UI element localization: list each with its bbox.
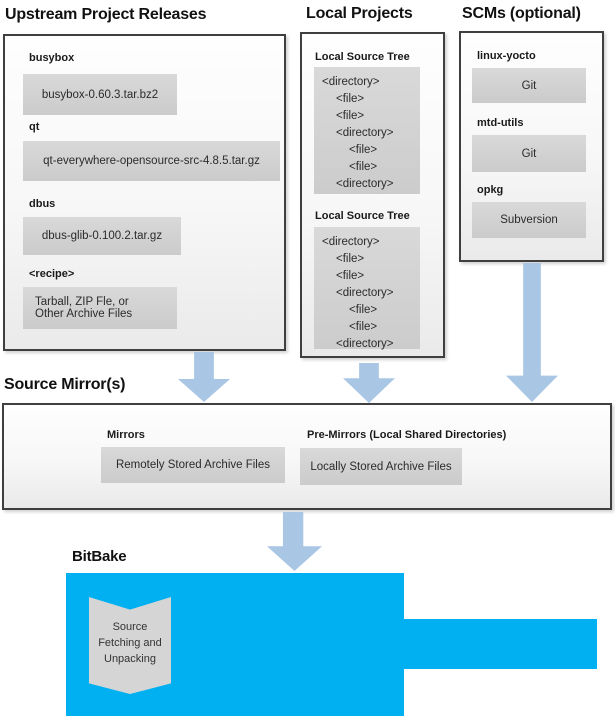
upstream-releases-title: Upstream Project Releases bbox=[5, 6, 207, 23]
local-source-tree-label: Local Source Tree bbox=[315, 51, 410, 63]
bitbake-title: BitBake bbox=[72, 548, 127, 565]
tree-line: <directory> bbox=[322, 76, 380, 88]
scm-label-mtd-utils: mtd-utils bbox=[477, 117, 524, 129]
down-arrow-local-to-mirrors bbox=[343, 363, 395, 403]
local-source-tree-label: Local Source Tree bbox=[315, 210, 410, 222]
archive-box-dbus: dbus-glib-0.100.2.tar.gz bbox=[23, 217, 181, 255]
upstream-releases-box: busybox busybox-0.60.3.tar.bz2 qt qt-eve… bbox=[3, 34, 286, 351]
local-source-tree-box: <directory> <file> <file> <directory> <f… bbox=[314, 67, 420, 194]
local-source-tree-box: <directory> <file> <file> <directory> <f… bbox=[314, 227, 420, 350]
local-projects-title: Local Projects bbox=[306, 5, 413, 22]
recipe-label-generic: <recipe> bbox=[29, 268, 75, 280]
scm-box-linux-yocto: Git bbox=[472, 68, 586, 103]
scm-label-linux-yocto: linux-yocto bbox=[477, 50, 536, 62]
tree-line: <file> bbox=[336, 253, 365, 265]
archive-text: Tarball, ZIP Fle, or Other Archive Files bbox=[35, 296, 133, 320]
down-arrow-scms-to-mirrors bbox=[506, 263, 558, 402]
tree-line: <file> bbox=[336, 270, 365, 282]
local-projects-box: Local Source Tree <directory> <file> <fi… bbox=[300, 32, 445, 358]
tree-line: <directory> bbox=[336, 178, 394, 190]
pre-mirrors-archive-box: Locally Stored Archive Files bbox=[300, 448, 462, 485]
archive-box-generic: Tarball, ZIP Fle, or Other Archive Files bbox=[23, 287, 177, 329]
pre-mirrors-archive-text: Locally Stored Archive Files bbox=[310, 460, 452, 473]
pre-mirrors-label: Pre-Mirrors (Local Shared Directories) bbox=[307, 429, 507, 441]
recipe-label-dbus: dbus bbox=[29, 198, 56, 210]
archive-text: dbus-glib-0.100.2.tar.gz bbox=[41, 230, 163, 242]
recipe-label-qt: qt bbox=[29, 121, 40, 133]
scm-text: Git bbox=[521, 79, 537, 92]
scm-text: Subversion bbox=[500, 214, 558, 226]
down-arrow-mirrors-to-bitbake bbox=[267, 512, 322, 571]
recipe-label-busybox: busybox bbox=[29, 52, 75, 64]
tree-line: <file> bbox=[349, 144, 378, 156]
scm-text: Git bbox=[521, 147, 537, 160]
tree-line: <directory> bbox=[336, 127, 394, 139]
bitbake-output-arm bbox=[404, 619, 597, 669]
archive-box-busybox: busybox-0.60.3.tar.bz2 bbox=[23, 74, 177, 115]
tree-line: <file> bbox=[336, 93, 365, 105]
mirrors-archive-text: Remotely Stored Archive Files bbox=[115, 459, 271, 471]
scm-box-opkg: Subversion bbox=[472, 202, 586, 238]
source-mirrors-box: Mirrors Remotely Stored Archive Files Pr… bbox=[2, 403, 612, 510]
tree-line: <file> bbox=[349, 304, 378, 316]
down-arrow-upstream-to-mirrors bbox=[178, 352, 230, 402]
mirrors-label: Mirrors bbox=[107, 429, 145, 441]
tree-line: <directory> bbox=[336, 287, 394, 299]
scms-title: SCMs (optional) bbox=[462, 5, 581, 22]
archive-text: qt-everywhere-opensource-src-4.8.5.tar.g… bbox=[43, 155, 260, 167]
scm-label-opkg: opkg bbox=[477, 184, 504, 196]
source-mirrors-title: Source Mirror(s) bbox=[4, 376, 126, 393]
archive-text: busybox-0.60.3.tar.bz2 bbox=[41, 88, 159, 101]
scms-box: linux-yocto Git mtd-utils Git opkg Subve… bbox=[459, 31, 604, 262]
tree-line: <file> bbox=[349, 321, 378, 333]
tree-line: <directory> bbox=[322, 236, 380, 248]
tree-line: <directory> bbox=[336, 338, 394, 350]
tree-line: <file> bbox=[349, 161, 378, 173]
tree-line: <file> bbox=[336, 110, 365, 122]
mirrors-archive-box: Remotely Stored Archive Files bbox=[101, 447, 285, 483]
scm-box-mtd-utils: Git bbox=[472, 135, 586, 172]
archive-box-qt: qt-everywhere-opensource-src-4.8.5.tar.g… bbox=[23, 141, 280, 181]
source-fetching-process-shape: Source Fetching and Unpacking bbox=[89, 597, 171, 694]
